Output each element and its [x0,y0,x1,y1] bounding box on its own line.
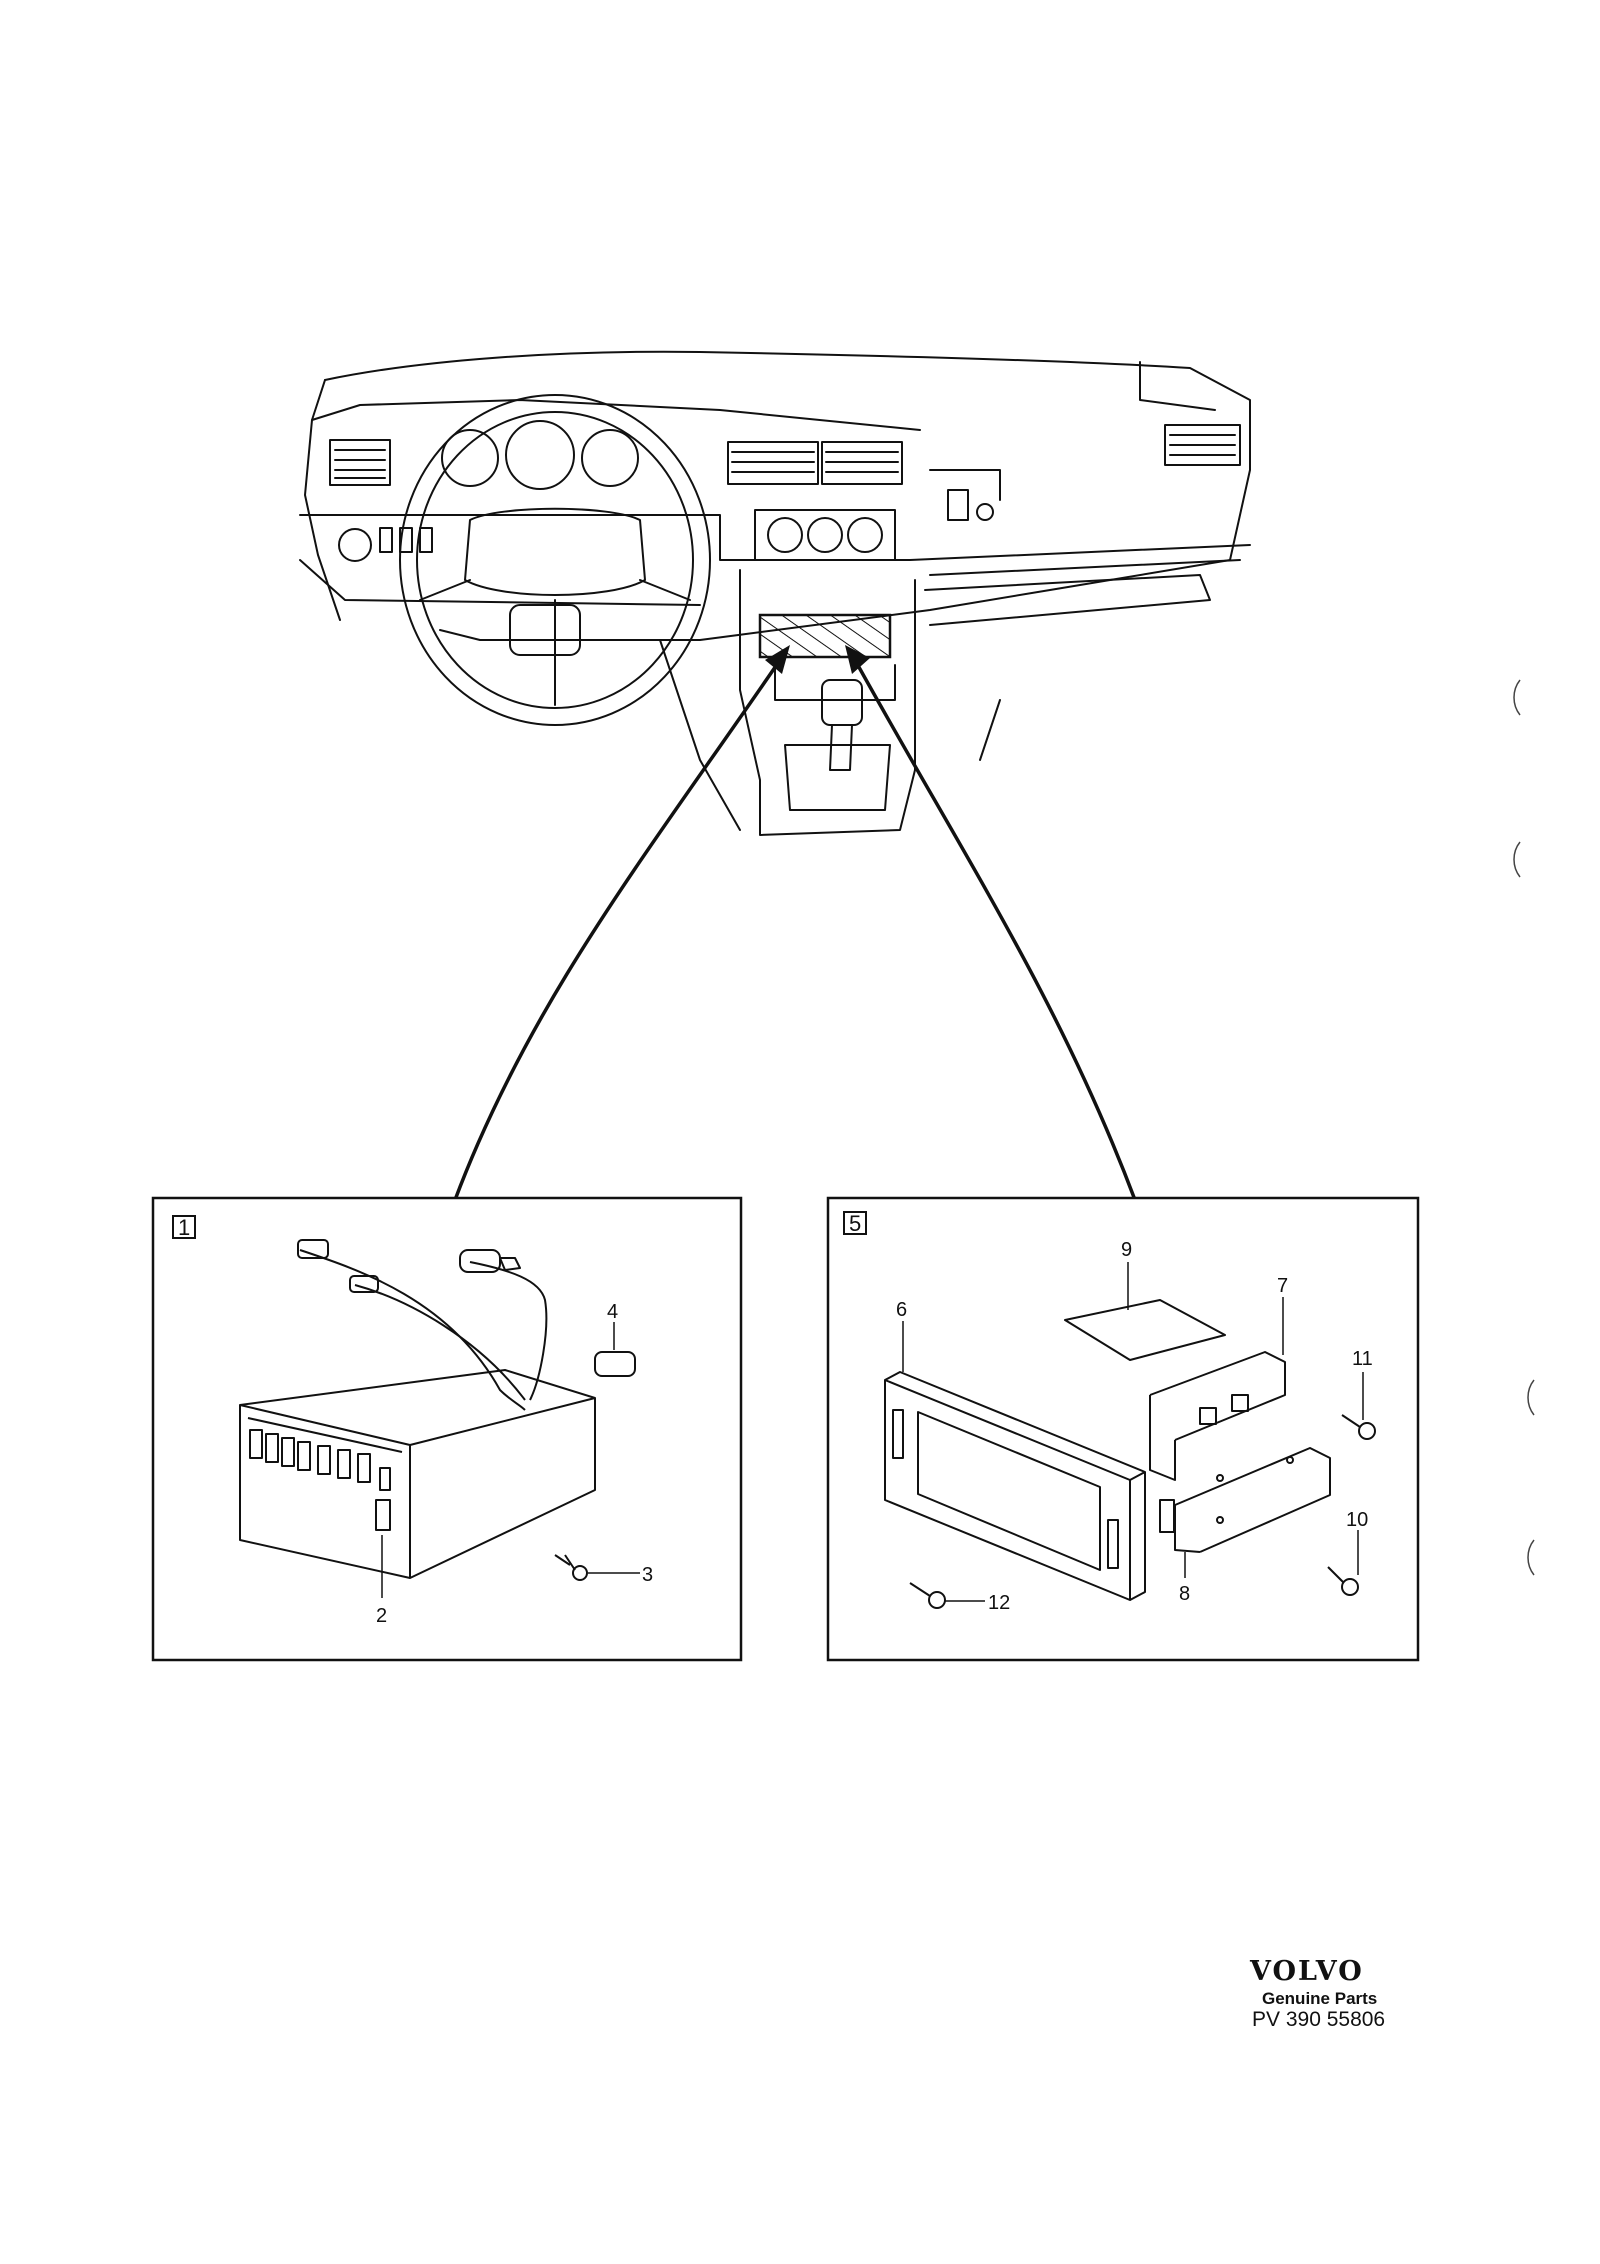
callout-7: 7 [1277,1275,1288,1297]
brand-subtitle: Genuine Parts [1262,1989,1378,2008]
panel-number-box-left [172,1215,196,1239]
brand-block: VOLVO Genuine Parts PV 390 55806 [1250,1958,1410,2030]
brand-logo-text: VOLVO [1250,1956,1364,1987]
mounting-kit [884,1299,1376,1609]
callout-11: 11 [1352,1348,1373,1370]
arrow-head-right [845,645,870,674]
callout-8: 8 [1179,1583,1190,1605]
radio-unit [239,1239,596,1581]
callout-6: 6 [896,1299,907,1321]
panel-number-right: 5 [849,1211,861,1236]
detail-panel-right: 5 [826,1196,1420,1662]
panel-number-box-right [843,1211,867,1235]
dashboard-illustration [299,350,1251,836]
callout-12: 12 [988,1592,1010,1614]
pointer-arrows [453,658,1137,1202]
callout-4: 4 [607,1301,618,1323]
callout-10: 10 [1346,1509,1368,1531]
callout-9: 9 [1121,1239,1132,1261]
panel-number-left: 1 [178,1215,190,1240]
margin-marks [1513,679,1535,1576]
part-code: PV 390 55806 [1252,2008,1386,2031]
callout-2: 2 [376,1605,387,1627]
connector-part [594,1351,636,1377]
arrow-head-left [765,645,790,674]
radio-slot-highlight [758,613,892,659]
callout-3: 3 [642,1564,653,1586]
detail-panel-left: 1 [151,1196,743,1662]
